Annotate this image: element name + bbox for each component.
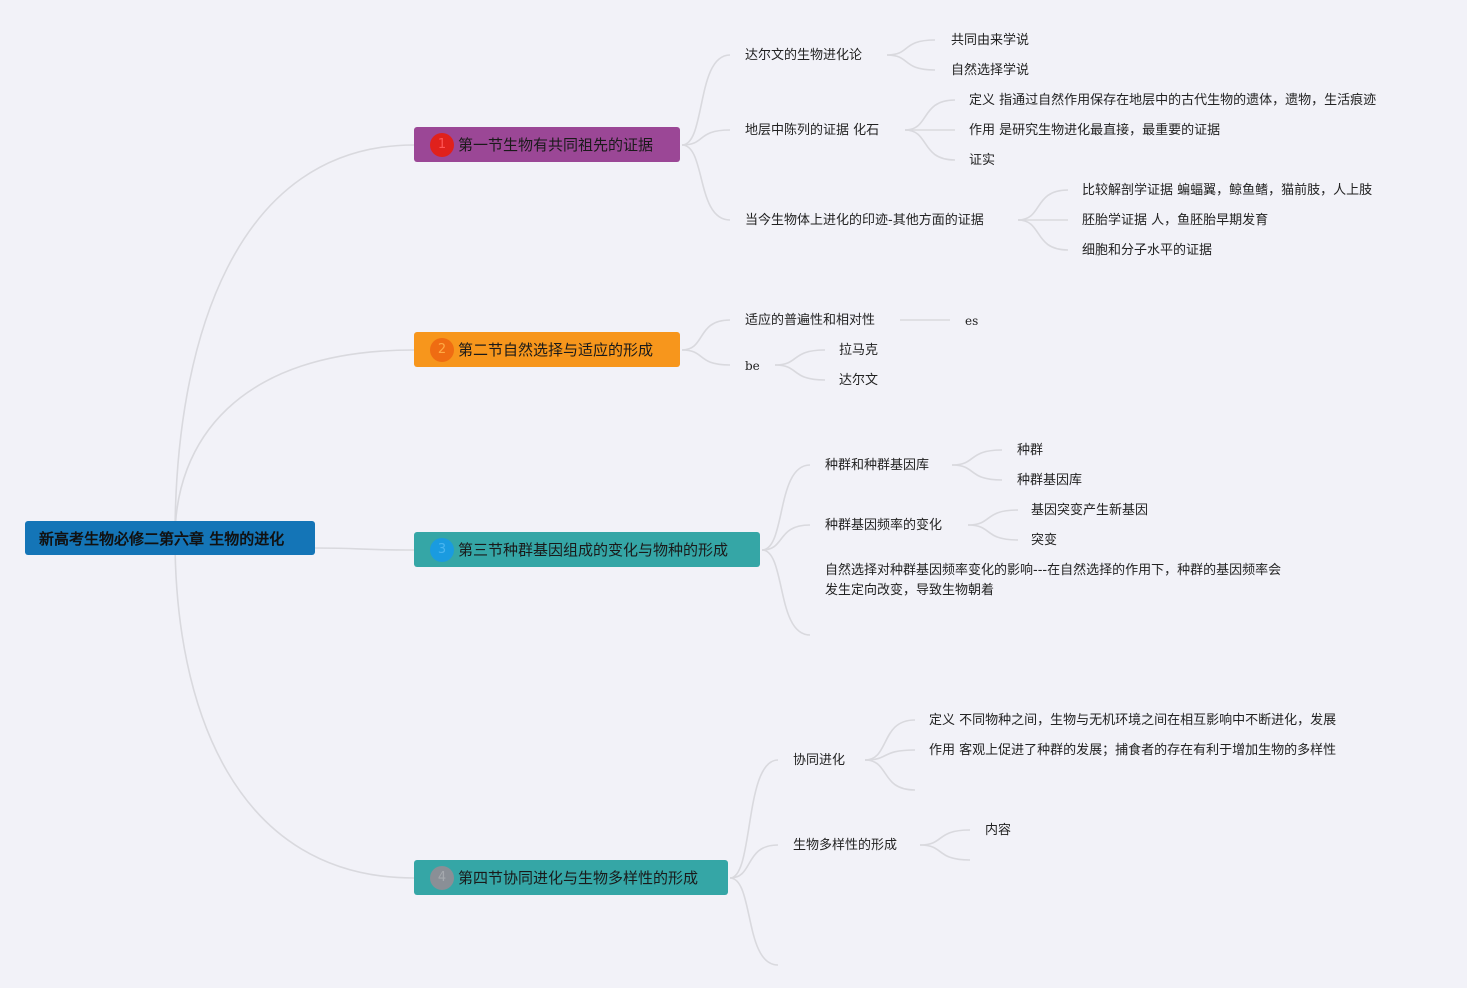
connector-line xyxy=(967,509,1019,526)
topic[interactable]: 共同由来学说 xyxy=(951,33,1030,48)
connector-line xyxy=(681,349,731,366)
topic[interactable]: 突变 xyxy=(1031,533,1058,548)
connector-line xyxy=(174,537,415,879)
topic[interactable]: 基因突变产生新基因 xyxy=(1031,503,1149,518)
topic[interactable]: 拉马克 xyxy=(839,343,879,358)
topic[interactable]: 证实 xyxy=(969,153,996,168)
connector-line xyxy=(729,877,779,966)
section-label: 第二节自然选择与适应的形成 xyxy=(458,341,654,359)
number-badge-icon: 4 xyxy=(430,865,454,890)
section-label: 第一节生物有共同祖先的证据 xyxy=(458,136,654,154)
topic[interactable]: 发生定向改变，导致生物朝着 xyxy=(825,583,995,598)
connector-line xyxy=(761,464,811,551)
connector-line xyxy=(951,449,1003,466)
connector-line xyxy=(864,719,916,761)
connector-line xyxy=(681,129,731,146)
root-topic[interactable]: 新高考生物必修二第六章 生物的进化 xyxy=(25,521,315,555)
connector-line xyxy=(886,39,936,56)
topic[interactable]: 种群基因频率的变化 xyxy=(825,518,943,533)
topic[interactable]: 比较解剖学证据 蝙蝠翼，鲸鱼鳍，猫前肢，人上肢 xyxy=(1082,183,1373,198)
topic[interactable]: 协同进化 xyxy=(793,753,846,768)
section-label: 第四节协同进化与生物多样性的形成 xyxy=(458,869,699,887)
topic[interactable]: 定义 不同物种之间，生物与无机环境之间在相互影响中不断进化，发展 xyxy=(929,713,1337,728)
topic[interactable]: 自然选择对种群基因频率变化的影响---在自然选择的作用下，种群的基因频率会 xyxy=(825,563,1282,578)
number-badge-icon: 1 xyxy=(430,132,454,157)
connector-line xyxy=(1017,219,1069,251)
connector-line xyxy=(951,464,1003,481)
number-badge-icon: 3 xyxy=(430,537,454,562)
topic[interactable]: 当今生物体上进化的印迹-其他方面的证据 xyxy=(745,213,984,228)
connector-line xyxy=(774,364,826,381)
topic[interactable]: 地层中陈列的证据 化石 xyxy=(745,123,880,138)
connector-line xyxy=(864,759,916,791)
connector-line xyxy=(864,749,916,761)
connector-line xyxy=(729,759,779,879)
topic[interactable]: be xyxy=(745,359,760,373)
topic[interactable]: 种群基因库 xyxy=(1017,473,1083,488)
topic[interactable]: 作用 是研究生物进化最直接，最重要的证据 xyxy=(969,123,1221,138)
connector-line xyxy=(1017,189,1069,221)
topic[interactable]: 自然选择学说 xyxy=(951,63,1030,78)
connector-line xyxy=(729,844,779,879)
topic[interactable]: 胚胎学证据 人，鱼胚胎早期发育 xyxy=(1082,213,1269,228)
connector-line xyxy=(314,547,415,551)
topic[interactable]: 作用 客观上促进了种群的发展；捕食者的存在有利于增加生物的多样性 xyxy=(929,743,1337,758)
connector-line xyxy=(904,129,956,161)
connector-line xyxy=(174,349,415,539)
topic[interactable]: 定义 指通过自然作用保存在地层中的古代生物的遗体，遗物，生活痕迹 xyxy=(969,93,1377,108)
connector-line xyxy=(174,144,415,539)
connector-line xyxy=(681,319,731,351)
topic[interactable]: 适应的普遍性和相对性 xyxy=(745,313,876,328)
topic[interactable]: 达尔文 xyxy=(839,373,879,388)
connector-line xyxy=(774,349,826,366)
connector-line xyxy=(761,549,811,636)
connector-line xyxy=(967,524,1019,541)
topic[interactable]: es xyxy=(965,314,979,328)
topic[interactable]: 种群和种群基因库 xyxy=(825,458,930,473)
topic[interactable]: 内容 xyxy=(985,823,1012,838)
connector-line xyxy=(681,144,731,221)
section-label: 第三节种群基因组成的变化与物种的形成 xyxy=(458,541,729,559)
connector-line xyxy=(919,829,971,846)
topic[interactable]: 细胞和分子水平的证据 xyxy=(1082,243,1213,258)
connector-line xyxy=(681,54,731,146)
topic[interactable]: 达尔文的生物进化论 xyxy=(745,48,863,63)
topic[interactable]: 生物多样性的形成 xyxy=(793,838,898,853)
connector-line xyxy=(919,844,971,861)
connector-line xyxy=(904,99,956,131)
number-badge-icon: 2 xyxy=(430,337,454,362)
topic[interactable]: 种群 xyxy=(1017,443,1044,458)
connector-line xyxy=(886,54,936,71)
connector-line xyxy=(761,524,811,551)
